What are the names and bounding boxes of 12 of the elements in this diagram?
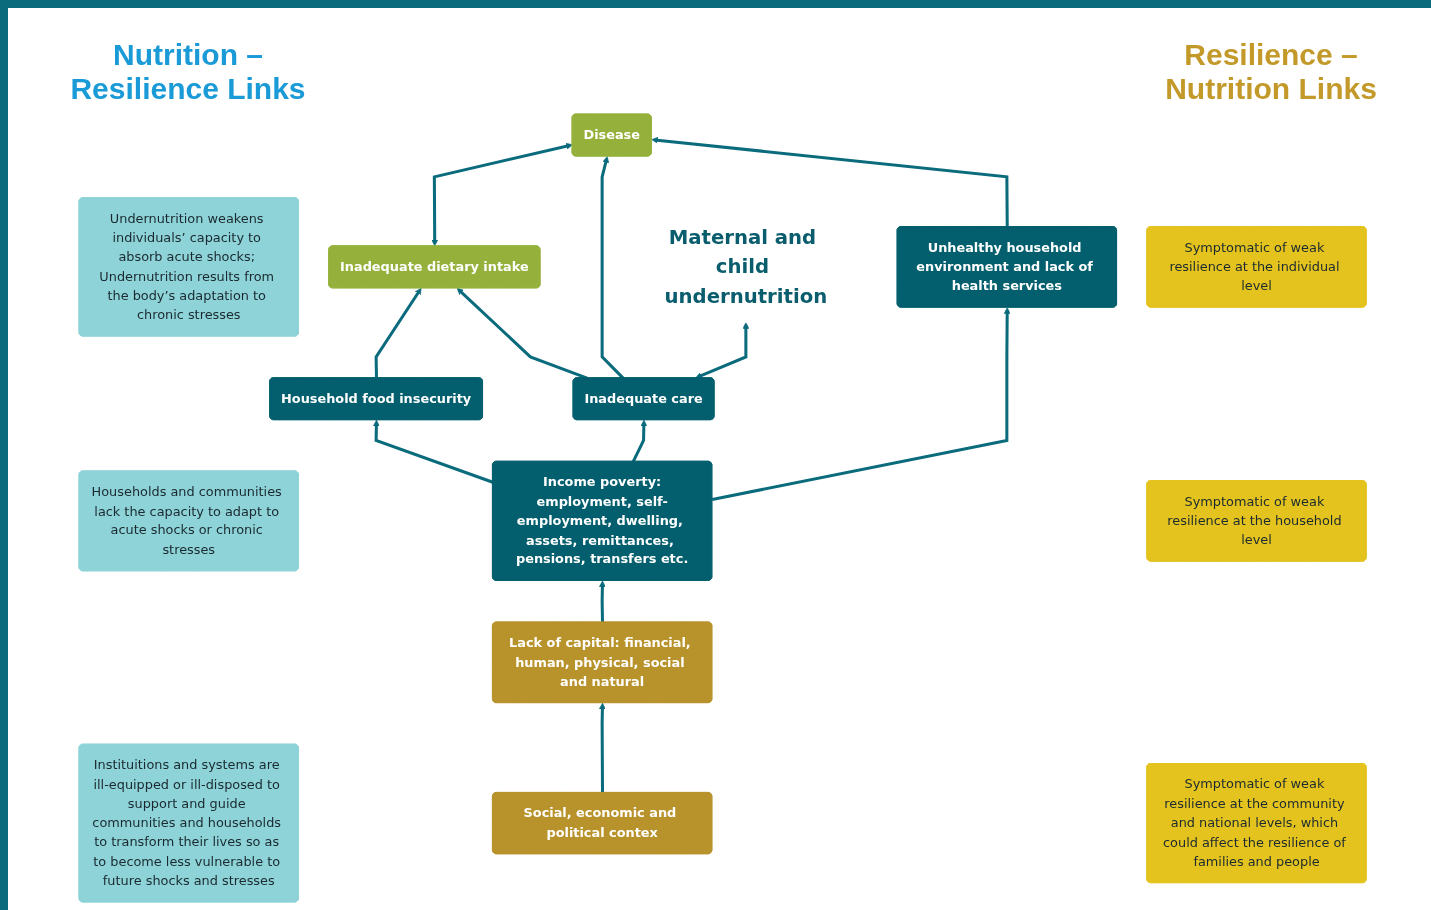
column-heading: Nutrition – Resilience Links [69, 38, 307, 106]
arrow [695, 322, 750, 379]
arrow [712, 307, 1011, 501]
node-text: Maternal and child undernutrition [664, 225, 828, 308]
arrow [651, 136, 1010, 227]
arrow [632, 419, 648, 463]
arrow [599, 702, 607, 793]
arrow [599, 580, 607, 623]
arrow [431, 142, 574, 247]
column-heading: Resilience – Nutrition Links [1164, 38, 1378, 106]
arrow [373, 419, 494, 484]
arrow [374, 287, 422, 379]
